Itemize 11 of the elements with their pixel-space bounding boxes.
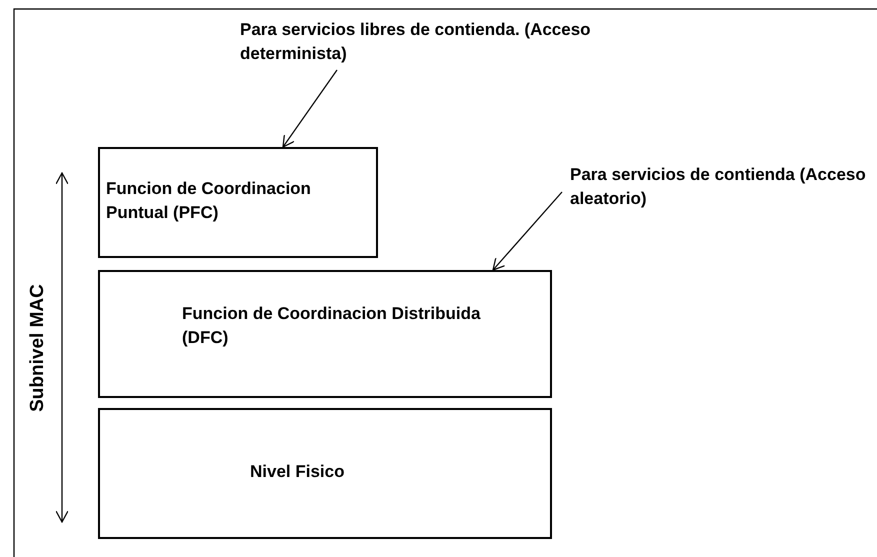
layer-box bbox=[98, 270, 552, 398]
layer-label: Funcion de Coordinacion Distribuida (DFC) bbox=[182, 303, 482, 349]
layer-box bbox=[98, 408, 552, 539]
arrow bbox=[492, 192, 562, 271]
annotation-text: Para servicios libres de contienda. (Acceso determinista) bbox=[240, 19, 592, 65]
arrow bbox=[282, 70, 338, 148]
annotation-text: Para servicios de contienda (Acceso aleatorio) bbox=[570, 164, 867, 210]
layer-label: Funcion de Coordinacion Puntual (PFC) bbox=[106, 178, 312, 224]
layer-label: Nivel Fisico bbox=[250, 461, 346, 483]
layer-box bbox=[98, 147, 378, 258]
axis-label: Subnivel MAC bbox=[26, 284, 49, 412]
